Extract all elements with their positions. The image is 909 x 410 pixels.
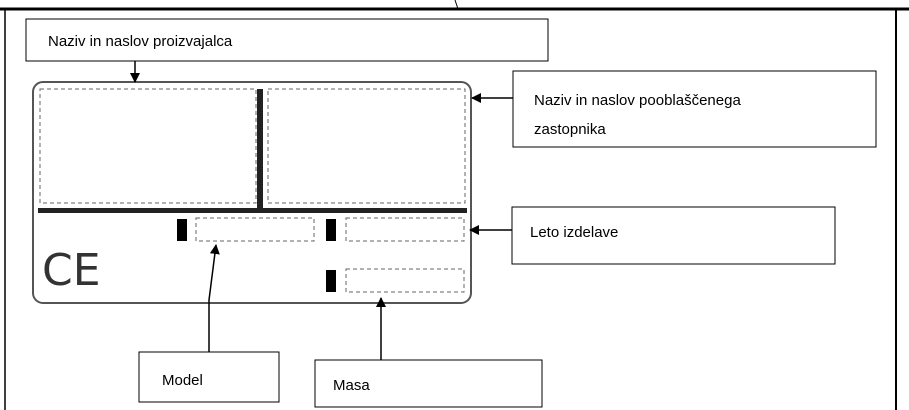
year-marker (326, 219, 336, 241)
representative-label-line1: Naziv in naslov pooblaščenega (534, 92, 741, 109)
nameplate: CE (32, 81, 472, 304)
horizontal-divider (38, 208, 467, 213)
model-label: Model (162, 372, 203, 389)
model-marker (177, 219, 187, 241)
arrow-model (208, 244, 220, 352)
manufacturer-label: Naziv in naslov proizvajalca (48, 33, 233, 50)
ce-mark: CE (42, 245, 101, 296)
vertical-divider (257, 89, 263, 211)
callout-model: Model (138, 351, 280, 403)
callout-year: Leto izdelave (511, 206, 836, 265)
mass-field (345, 268, 465, 293)
representative-label-line2: zastopnika (534, 121, 606, 138)
mass-label: Masa (333, 377, 370, 394)
manufacturer-field (39, 88, 257, 204)
callout-mass: Masa (314, 359, 543, 408)
representative-field (267, 88, 466, 204)
year-field (345, 217, 465, 242)
model-field (195, 217, 315, 242)
nameplate-border (32, 81, 472, 304)
callout-representative: Naziv in naslov pooblaščenega zastopnika (512, 70, 877, 148)
mass-marker (326, 270, 336, 292)
callout-manufacturer: Naziv in naslov proizvajalca (25, 18, 549, 62)
year-label: Leto izdelave (530, 224, 618, 241)
